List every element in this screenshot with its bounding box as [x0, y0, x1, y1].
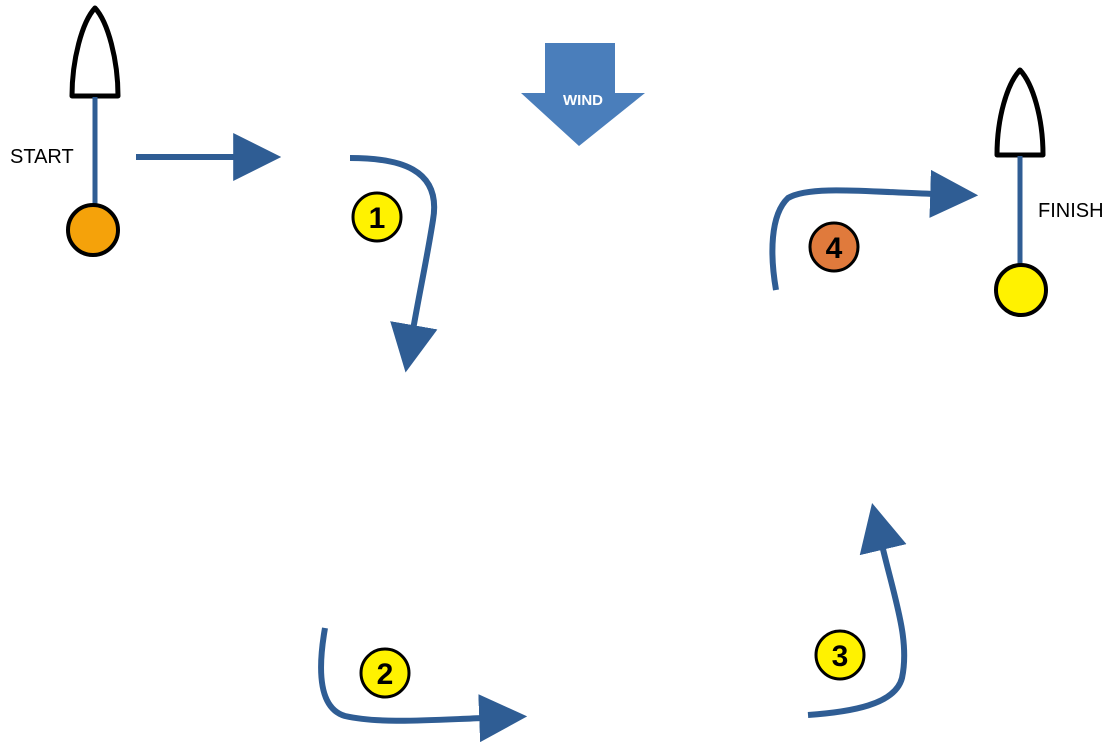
marker-2-number: 2 [377, 658, 394, 691]
finish-line: FINISH [994, 67, 1104, 317]
start-boat-icon [69, 5, 121, 99]
marker-4-circle [808, 221, 860, 273]
marker-2: 2 [359, 647, 411, 699]
marker-3-number: 3 [832, 640, 849, 673]
marker-3: 3 [814, 629, 866, 681]
finish-buoy [994, 263, 1048, 317]
start-buoy [66, 203, 120, 257]
marker-1-number: 1 [369, 202, 386, 235]
wind-indicator: WIND [521, 43, 645, 146]
marker-4-number: 4 [826, 232, 843, 265]
wind-arrow-icon [521, 43, 645, 146]
wind-label: WIND [563, 92, 603, 109]
leg-3-arrow [807, 502, 908, 718]
marker-2-circle [359, 647, 411, 699]
marker-4: 4 [808, 221, 860, 273]
start-line: START [10, 5, 121, 257]
leg-2-arrow [318, 627, 528, 743]
marker-3-circle [814, 629, 866, 681]
finish-label: FINISH [1038, 200, 1104, 222]
leg-4-arrow [769, 169, 979, 291]
marker-1-circle [351, 191, 403, 243]
start-label: START [10, 146, 74, 168]
marker-1: 1 [351, 191, 403, 243]
leg-1-arrow [349, 155, 438, 373]
finish-boat-icon [994, 67, 1046, 158]
